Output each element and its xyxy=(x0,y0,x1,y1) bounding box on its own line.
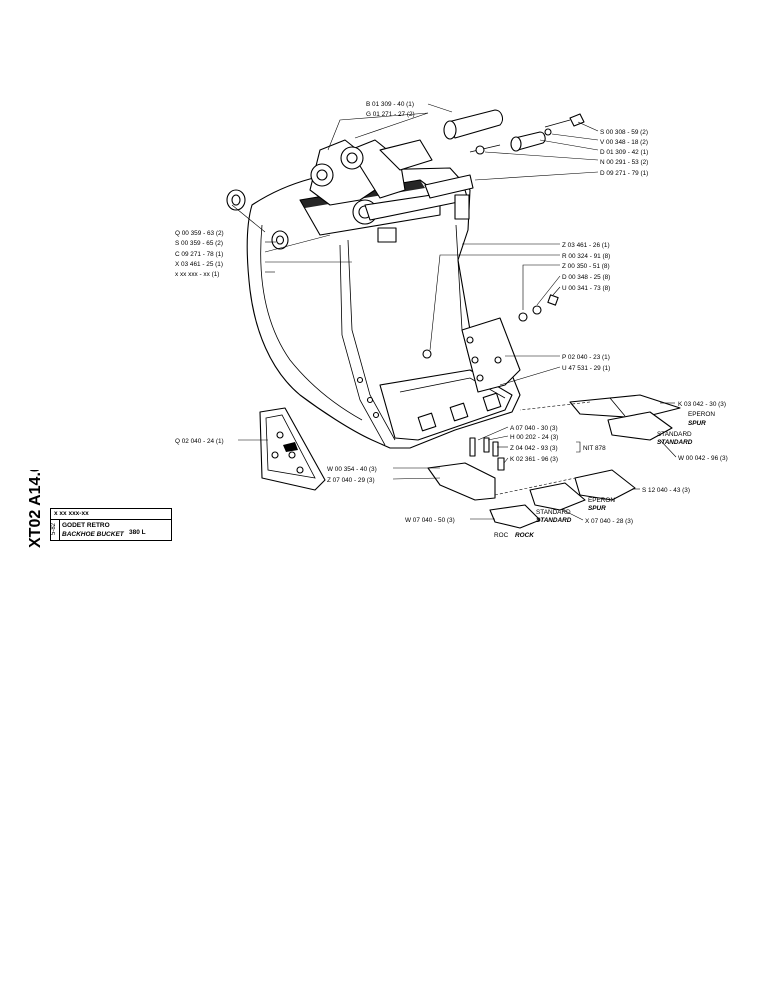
callout-g01271: G 01 271 - 27 (2) xyxy=(366,111,415,118)
pins-and-bushings xyxy=(226,109,585,359)
callout-s00308: S 00 308 - 59 (2) xyxy=(600,129,648,136)
label-standard-2: STANDARD xyxy=(536,509,571,516)
sheet-code-text: XT02 A14.0 xyxy=(27,470,44,548)
callout-w00042: W 00 042 - 96 (3) xyxy=(678,455,728,462)
callout-xxx: x xx xxx - xx (1) xyxy=(175,271,219,278)
capacity: 380 L xyxy=(129,529,146,536)
label-spur-2: SPUR xyxy=(588,505,606,512)
callout-w07040: W 07 040 - 50 (3) xyxy=(405,517,455,524)
callout-labels: B 01 309 - 40 (1) G 01 271 - 27 (2) S 00… xyxy=(175,101,728,539)
title-fr: GODET RETRO xyxy=(62,522,110,529)
callout-b01309: B 01 309 - 40 (1) xyxy=(366,101,414,108)
side-plate-q02040 xyxy=(259,407,326,491)
callout-h00202: H 00 202 - 24 (3) xyxy=(510,434,558,441)
title-en: BACKHOE BUCKET xyxy=(62,531,124,538)
callout-u47531: U 47 531 - 29 (1) xyxy=(562,365,610,372)
callout-w00354: W 00 354 - 40 (3) xyxy=(327,466,377,473)
leader-lines xyxy=(231,103,677,521)
callout-d00348: D 00 348 - 25 (8) xyxy=(562,274,610,281)
sheet-code: XT02 A14.0 xyxy=(27,470,44,548)
callout-c09271: C 09 271 - 78 (1) xyxy=(175,251,223,258)
callout-p02040: P 02 040 - 23 (1) xyxy=(562,354,610,361)
callout-v00348: V 00 348 - 18 (2) xyxy=(600,139,648,146)
callout-u00341: U 00 341 - 73 (8) xyxy=(562,285,610,292)
label-eperon-1: EPERON xyxy=(688,411,715,418)
label-spur-1: SPUR xyxy=(688,420,706,427)
callout-q00359: Q 00 359 - 63 (2) xyxy=(175,230,224,237)
callout-z07040: Z 07 040 - 29 (3) xyxy=(327,477,375,484)
bucket-body xyxy=(246,139,521,449)
label-nit: NIT 878 xyxy=(583,445,606,452)
title-block-date: 5-82 xyxy=(51,523,57,536)
nit-bracket xyxy=(576,441,581,453)
callout-q02040: Q 02 040 - 24 (1) xyxy=(175,438,224,445)
callout-z04042: Z 04 042 - 93 (3) xyxy=(510,445,558,452)
callout-x07040: X 07 040 - 28 (3) xyxy=(585,518,633,525)
callout-s00359: S 00 359 - 65 (2) xyxy=(175,240,223,247)
teeth-assembly xyxy=(427,394,681,529)
callout-s12040: S 12 040 - 43 (3) xyxy=(642,487,690,494)
title-block-date-cell: 5-82 xyxy=(51,520,60,541)
label-roc: ROC xyxy=(494,532,509,539)
callout-z00350: Z 00 350 - 51 (8) xyxy=(562,263,610,270)
callout-a07040: A 07 040 - 30 (3) xyxy=(510,425,558,432)
title-block: x xx xxx-xx 5-82 GODET RETRO BACKHOE BUC… xyxy=(50,508,172,541)
title-block-ref: x xx xxx-xx xyxy=(51,509,171,520)
callout-r00324: R 00 324 - 91 (8) xyxy=(562,253,610,260)
callout-n00291: N 00 291 - 53 (2) xyxy=(600,159,648,166)
callout-d01309: D 01 309 - 42 (1) xyxy=(600,149,648,156)
callout-x03461: X 03 461 - 25 (1) xyxy=(175,261,223,268)
label-eperon-2: EPERON xyxy=(588,497,615,504)
label-standard-1: STANDARD xyxy=(657,431,692,438)
callout-z03461: Z 03 461 - 26 (1) xyxy=(562,242,610,249)
callout-k02361: K 02 361 - 96 (3) xyxy=(510,456,558,463)
callout-d09271: D 09 271 - 79 (1) xyxy=(600,170,648,177)
label-rock: ROCK xyxy=(515,532,534,539)
label-standard-2-en: STANDARD xyxy=(536,517,572,524)
callout-k03042: K 03 042 - 30 (3) xyxy=(678,401,726,408)
label-standard-1-en: STANDARD xyxy=(657,439,693,446)
